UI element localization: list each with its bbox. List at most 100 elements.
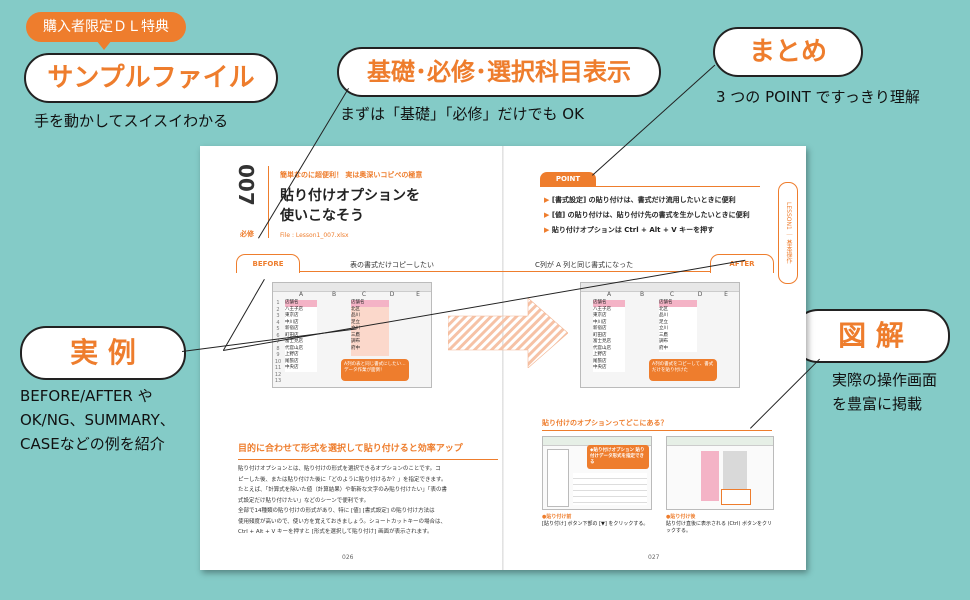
- section-title: 目的に合わせて形式を選択して貼り付けると効率アップ: [238, 444, 463, 454]
- body-line-4: 式設定だけ貼り付けたい」などのシーンで便利です。: [238, 497, 370, 504]
- after-col-header: A B C D E: [591, 291, 739, 299]
- example-desc-line3: CASEなどの例を紹介: [20, 435, 165, 453]
- point-item-3-text: 貼り付けオプションは Ctrl + Alt + V キーを押す: [551, 226, 715, 234]
- point-item-2: ▶ [値] の貼り付けは、貼り付け先の書式を生かしたいときに便利: [544, 211, 750, 219]
- c-cell: 立川: [659, 326, 668, 331]
- before-after-rule: [236, 271, 774, 272]
- row-12: 12: [274, 371, 282, 378]
- where-title-rule: [542, 430, 772, 431]
- c-cell: 北区: [351, 306, 360, 312]
- after-spreadsheet: A B C D E 店舗名八王子店東京店中川店新宿店町田店富士見店代官山店上野店…: [580, 282, 740, 388]
- row-13: 13: [274, 378, 282, 384]
- col-e: E: [416, 291, 420, 298]
- basic-title: 基礎･必修･選択科目表示: [367, 58, 631, 86]
- row-10: 10: [274, 358, 282, 365]
- body-line-3: たとえば、「計算式を除いた値（計算結果）や斬新な文字のみ貼り付けたい」「表の書: [238, 487, 448, 493]
- summary-callout: まとめ: [713, 27, 863, 77]
- lesson-number-text: 007: [234, 164, 258, 206]
- before-note-text: A列の表と同じ書式にしたい…データ作業が面倒！: [344, 362, 406, 373]
- point-list: ▶ [書式設定] の貼り付けは、書式だけ流用したいときに便利 ▶ [値] の貼り…: [544, 193, 750, 238]
- row-4: 4: [276, 319, 280, 326]
- book-spine: [502, 146, 504, 570]
- c-cell: 足立: [659, 319, 668, 325]
- after-label-text: AFTER: [729, 260, 755, 268]
- before-paste-screenshot: ◆貼り付けオプション 貼り付けデータ形式を指定できる: [542, 436, 652, 510]
- a-cell: 町田店: [285, 332, 299, 338]
- after-note-text: A列の書式をコピーして、書式だけを貼り付けた: [652, 362, 714, 373]
- a-cell: 中央店: [593, 365, 607, 370]
- row-3: 3: [276, 313, 280, 319]
- c-cell: 立川: [351, 326, 360, 331]
- lesson-title-line1: 貼り付けオプションを: [280, 188, 420, 204]
- col-b: B: [331, 291, 337, 298]
- a-cell: 上野店: [593, 352, 607, 357]
- basic-desc: まずは「基礎」「必修」だけでも OK: [340, 105, 584, 123]
- body-line-2: ピーした後、または貼り付けた後に「どのように貼り付けるか？」を指定できます。: [238, 476, 447, 483]
- summary-title: まとめ: [748, 37, 827, 67]
- figure-callout: 図 解: [792, 309, 950, 363]
- ribbon-strip: [667, 437, 773, 446]
- section-body: 貼り付けオプションとは、貼り付けの形式を選択できるオプションのことです。コ ピー…: [238, 464, 500, 538]
- pasted-column: [701, 451, 719, 501]
- a-cell: 中川店: [593, 319, 607, 325]
- c-cell: 府中: [659, 345, 668, 351]
- a-cell: 富士見店: [285, 339, 303, 344]
- before-col-header: A B C D E: [283, 291, 431, 299]
- example-desc-line2: OK/NG、SUMMARY、: [20, 411, 175, 429]
- sample-file-title: サンプルファイル: [47, 63, 255, 93]
- body-line-1: 貼り付けオプションとは、貼り付けの形式を選択できるオプションのことです。コ: [238, 466, 441, 472]
- c-cell: 足立: [351, 319, 360, 325]
- cap1-title: ●貼り付け前: [542, 514, 572, 520]
- a-cell: 町田店: [593, 332, 607, 338]
- c-cell: 店舗名: [659, 300, 697, 307]
- example-callout: 実 例: [20, 326, 186, 380]
- where-title: 貼り付けのオプションってどこにある？: [542, 419, 668, 427]
- body-line-5: 全部で14種類の貼り付けの形式があり、特に [値] [書式設定] の貼り付け方法…: [238, 508, 435, 514]
- row-9: 9: [276, 352, 280, 358]
- row-5: 5: [276, 326, 280, 332]
- lesson-title-line2: 使いこなそう: [280, 208, 364, 224]
- a-cell: 尾張店: [285, 358, 299, 364]
- after-paste-caption: ●貼り付け後 貼り付け直後に表示される (Ctrl) ボタンをクリックする。: [666, 514, 774, 535]
- a-cell: 尾張店: [593, 358, 607, 364]
- row-6: 6: [276, 332, 280, 339]
- lesson-kicker: 簡単なのに超便利！ 実は奥深いコピペの極意: [280, 171, 423, 179]
- grid-area: [573, 473, 647, 505]
- body-line-6: 使用頻度が高いので、使い方を覚えておきましょう。ショートカットキーの場合は、: [238, 518, 447, 525]
- ctrl-button-highlight: [721, 489, 751, 505]
- chapter-side-tab-text: LESSON1 ｜ 基本操作: [785, 202, 792, 264]
- cap2-title: ●貼り付け後: [666, 514, 696, 520]
- after-sheet-toolbar: [581, 283, 739, 292]
- required-tag: 必修: [240, 230, 254, 238]
- summary-desc: 3 つの POINT ですっきり理解: [716, 88, 920, 106]
- basic-callout: 基礎･必修･選択科目表示: [337, 47, 661, 97]
- cap2-text: 貼り付け直後に表示される (Ctrl) ボタンをクリックする。: [666, 521, 772, 534]
- paste-menu: [547, 449, 569, 507]
- a-cell: 東京店: [593, 313, 607, 318]
- body-line-7: Ctrl + Alt + V キーを押すと [形式を選択して貼り付け] 画面が表…: [238, 529, 433, 535]
- header-divider: [268, 166, 269, 238]
- col-e: E: [724, 291, 728, 298]
- a-cell: 店舗名: [593, 300, 625, 307]
- col-c: C: [361, 291, 367, 298]
- after-col-c-list: 店舗名北区品川足立立川三鷹調布府中: [659, 300, 697, 352]
- after-note: A列の書式をコピーして、書式だけを貼り付けた: [649, 359, 717, 381]
- after-paste-screenshot: [666, 436, 774, 510]
- c-cell: 北区: [659, 306, 668, 312]
- lesson-title: 貼り付けオプションを 使いこなそう: [280, 186, 420, 226]
- col-d: D: [697, 291, 703, 298]
- point-item-1-text: [書式設定] の貼り付けは、書式だけ流用したいときに便利: [551, 196, 736, 204]
- badge-tail: [96, 40, 112, 50]
- c-cell: 品川: [351, 313, 360, 318]
- c-cell: 調布: [659, 339, 668, 344]
- a-cell: 上野店: [285, 352, 299, 357]
- sample-file-callout: サンプルファイル: [24, 53, 278, 103]
- before-col-a-list: 店舗名八王子店東京店中川店新宿店町田店富士見店代官山店上野店尾張店中央店: [285, 300, 317, 372]
- a-cell: 八王子店: [593, 306, 611, 312]
- a-cell: 東京店: [285, 313, 299, 318]
- paste-option-popup-text: ◆貼り付けオプション 貼り付けデータ形式を指定できる: [590, 448, 645, 465]
- figure-desc: 実際の操作画面 を豊富に掲載: [832, 368, 937, 416]
- point-item-2-text: [値] の貼り付けは、貼り付け先の書式を生かしたいときに便利: [551, 211, 750, 219]
